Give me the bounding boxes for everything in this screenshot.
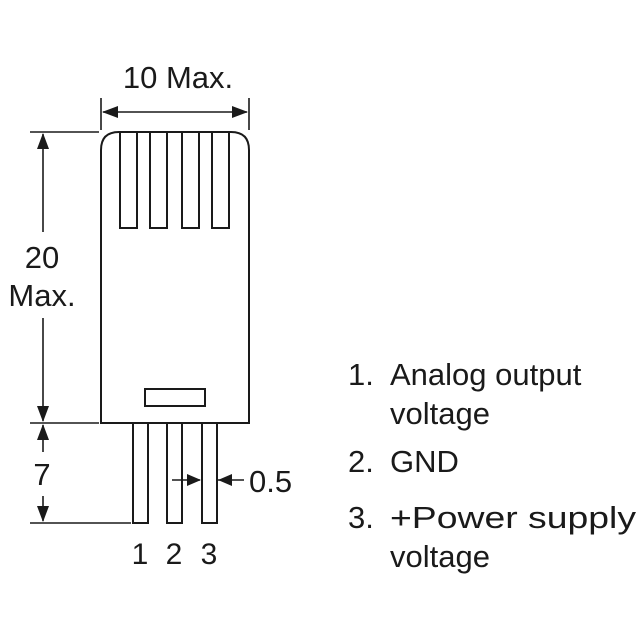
package-body	[100, 131, 250, 424]
width-arrow-left	[102, 106, 118, 118]
pin-numbers: 1 2 3	[132, 538, 218, 571]
marking-window	[144, 388, 206, 407]
lead-pin-2	[166, 422, 183, 524]
lead-length-arrow-bottom	[37, 506, 49, 522]
lead-length-arrow-top	[37, 424, 49, 440]
width-dimension: 10 Max.	[100, 60, 250, 130]
legend-item-3-number: 3.	[348, 500, 374, 535]
width-arrow-right	[232, 106, 248, 118]
lead-pin-1	[132, 422, 149, 524]
pin-number-3: 3	[201, 538, 218, 571]
package-outline	[100, 131, 250, 424]
height-label-line1: 20	[25, 240, 59, 275]
legend-item-2-number: 2.	[348, 444, 374, 479]
legend-item-3-line1: +Power supply	[390, 500, 637, 535]
height-dimension: 20 Max.	[8, 131, 99, 424]
lead-width-label: 0.5	[249, 464, 292, 499]
vent-slot-3	[181, 131, 200, 229]
lead-length-label: 7	[33, 457, 50, 492]
lead-length-dimension: 7	[30, 424, 131, 524]
vent-slot-2	[149, 131, 168, 229]
legend-item-1-number: 1.	[348, 357, 374, 392]
lead-pin-3	[201, 422, 218, 524]
height-label-line2: Max.	[8, 278, 75, 313]
lead-width-arrow-right	[218, 474, 232, 486]
legend-item-1-line1: Analog output	[390, 357, 582, 392]
height-arrow-bottom	[37, 406, 49, 422]
vent-slot-4	[211, 131, 230, 229]
legend-item-1-line2: voltage	[390, 396, 490, 431]
width-label: 10 Max.	[123, 60, 233, 95]
lead-width-arrow-left	[187, 474, 201, 486]
lead-width-dimension: 0.5	[172, 464, 292, 499]
height-arrow-top	[37, 133, 49, 149]
vent-slot-1	[119, 131, 138, 229]
pin-number-2: 2	[166, 538, 183, 571]
pin-number-1: 1	[132, 538, 149, 571]
legend-item-2-line1: GND	[390, 444, 459, 479]
legend-item-3-line2: voltage	[390, 539, 490, 574]
pin-legend: 1. Analog output voltage 2. GND 3. +Powe…	[348, 357, 637, 574]
leads	[132, 422, 218, 524]
